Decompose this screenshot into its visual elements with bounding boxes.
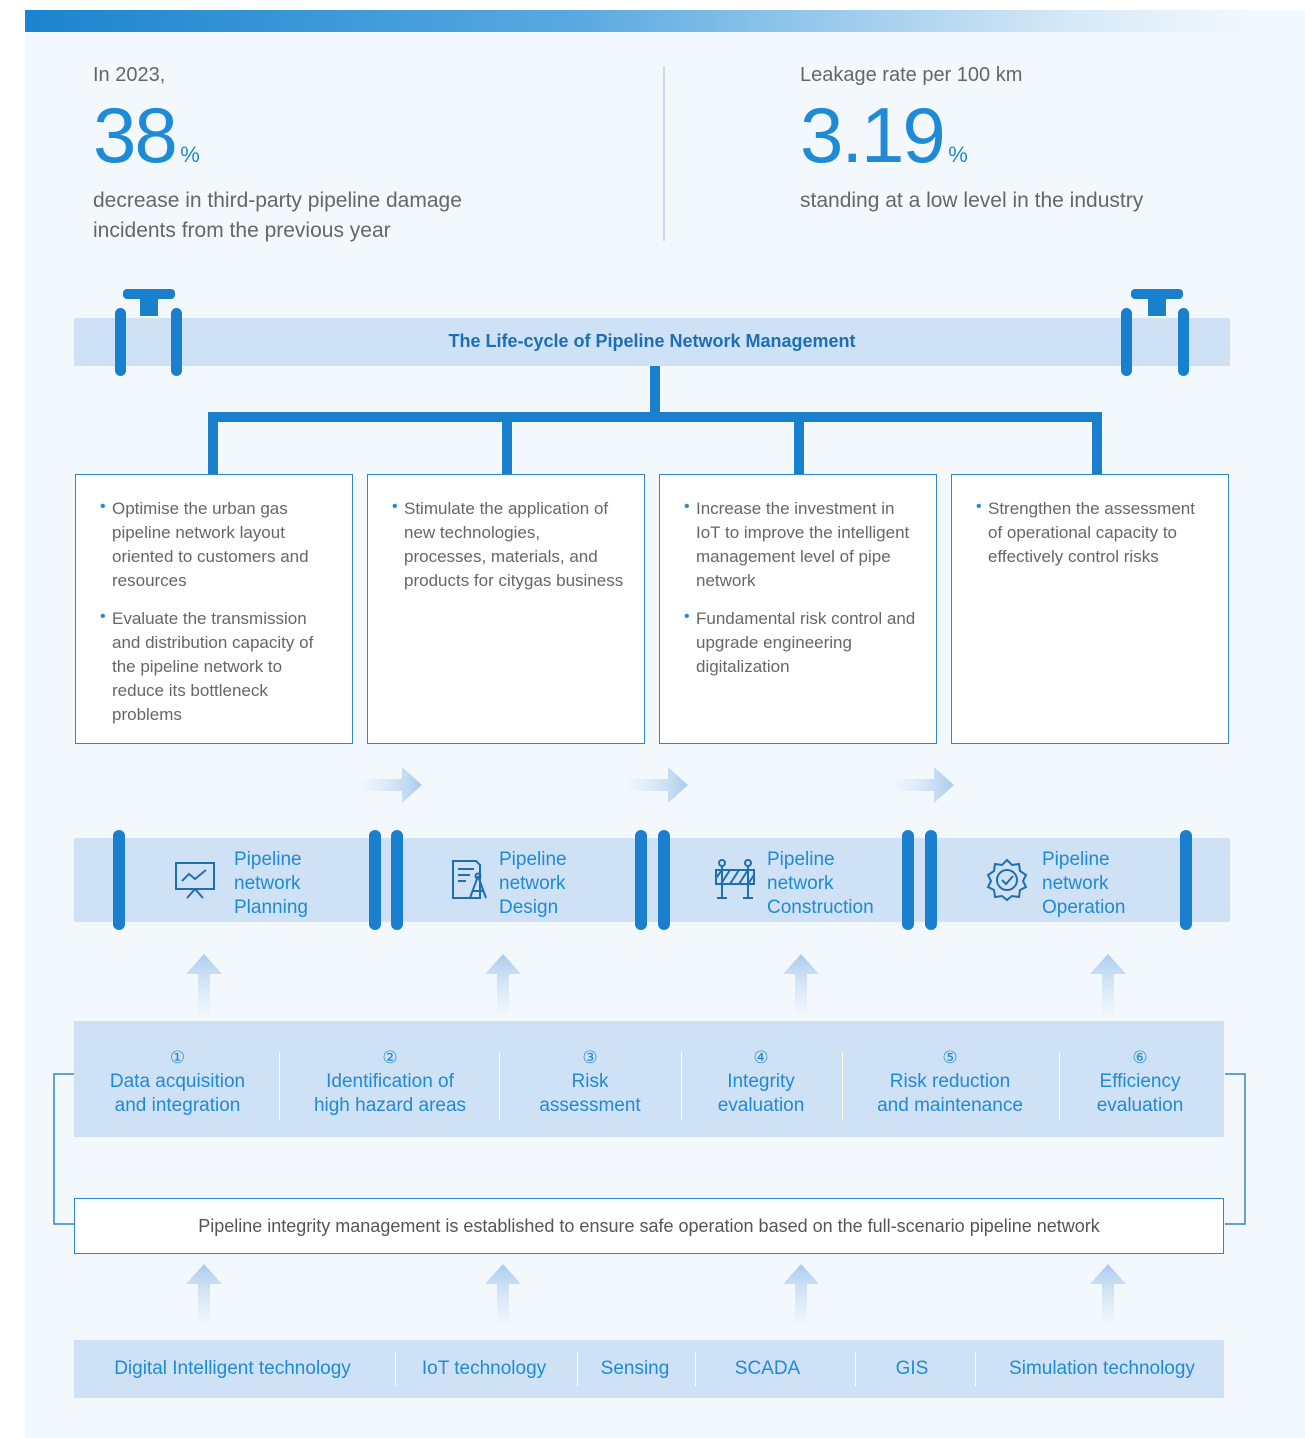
arrow-up-icon — [783, 954, 819, 1014]
integrity-statement: Pipeline integrity management is establi… — [74, 1198, 1224, 1254]
tech-digital-intelligent: Digital Intelligent technology — [114, 1358, 351, 1379]
tech-divider — [695, 1352, 696, 1386]
stat-left-desc-line1: decrease in third-party pipeline damage — [93, 189, 462, 212]
pipe-joint — [635, 830, 647, 930]
tech-iot: IoT technology — [421, 1358, 547, 1379]
stage-band — [74, 838, 1230, 922]
pipe-joint — [113, 830, 125, 930]
arrow-right-icon — [362, 767, 422, 803]
technology-band — [74, 1340, 1224, 1398]
box-bullet: •Stimulate the application of new techno… — [392, 498, 624, 590]
step-divider — [1059, 1052, 1060, 1120]
stat-divider — [663, 66, 665, 241]
lifecycle-band — [74, 318, 1230, 366]
pipe-joint — [925, 830, 937, 930]
arrow-up-icon — [1090, 954, 1126, 1014]
stat-right-value: 3.19 — [800, 91, 946, 179]
step-divider — [499, 1052, 500, 1120]
tech-simulation: Simulation technology — [1009, 1358, 1195, 1379]
pipe-joint — [902, 830, 914, 930]
box-bullet: •Increase the investment in IoT to impro… — [684, 498, 910, 590]
stat-left-pre: In 2023, — [93, 64, 166, 86]
step-divider — [842, 1052, 843, 1120]
blueprint-design-icon — [452, 860, 487, 899]
pipe-joint — [1180, 830, 1192, 930]
pipe-joint — [369, 830, 381, 930]
box-bullet: •Fundamental risk control and upgrade en… — [684, 608, 916, 676]
stat-left-value: 38 — [93, 91, 178, 179]
box-construction: •Increase the investment in IoT to impro… — [659, 474, 937, 744]
tech-divider — [975, 1352, 976, 1386]
lifecycle-title: The Life-cycle of Pipeline Network Manag… — [448, 331, 856, 351]
box-planning: •Optimise the urban gas pipeline network… — [75, 474, 353, 744]
road-barrier-icon — [715, 859, 755, 899]
arrow-up-icon — [783, 1264, 819, 1324]
arrow-right-icon — [628, 767, 688, 803]
pipe-joint — [391, 830, 403, 930]
box-bullet: •Evaluate the transmission and distribut… — [100, 608, 314, 724]
box-bullet: •Strengthen the assessment of operationa… — [976, 498, 1195, 566]
box-design: •Stimulate the application of new techno… — [367, 474, 645, 744]
stat-right-pre: Leakage rate per 100 km — [800, 64, 1023, 86]
tech-scada: SCADA — [734, 1358, 801, 1379]
tree-connector — [208, 366, 1102, 474]
step-divider — [279, 1052, 280, 1120]
tech-divider — [855, 1352, 856, 1386]
loop-connector — [53, 1073, 1246, 1225]
step-divider — [681, 1052, 682, 1120]
arrow-up-icon — [186, 1264, 222, 1324]
arrow-up-icon — [1090, 1264, 1126, 1324]
tech-divider — [395, 1352, 396, 1386]
arrow-up-icon — [186, 954, 222, 1014]
stat-right-unit: % — [948, 142, 968, 167]
right-valve-icon — [1121, 289, 1189, 376]
stat-left-desc-line2: incidents from the previous year — [93, 219, 391, 242]
arrow-up-icon — [485, 1264, 521, 1324]
box-bullet: •Optimise the urban gas pipeline network… — [100, 498, 309, 590]
stat-left-value-group: 38 % — [93, 96, 200, 174]
tech-sensing: Sensing — [600, 1358, 670, 1379]
box-operation: •Strengthen the assessment of operationa… — [951, 474, 1229, 744]
tech-gis: GIS — [895, 1358, 929, 1379]
tech-divider — [577, 1352, 578, 1386]
arrow-up-icon — [485, 954, 521, 1014]
gear-check-icon — [986, 858, 1028, 902]
pipe-joint — [658, 830, 670, 930]
steps-band — [74, 1021, 1224, 1137]
presentation-chart-icon — [175, 862, 215, 899]
stat-left-unit: % — [180, 142, 200, 167]
stat-left-desc: decrease in third-party pipeline damage … — [93, 186, 573, 246]
stat-right-value-group: 3.19 % — [800, 96, 968, 174]
stat-right-desc: standing at a low level in the industry — [800, 189, 1144, 212]
left-valve-icon — [115, 289, 182, 376]
arrow-right-icon — [894, 767, 954, 803]
top-gradient-bar — [25, 10, 1255, 32]
